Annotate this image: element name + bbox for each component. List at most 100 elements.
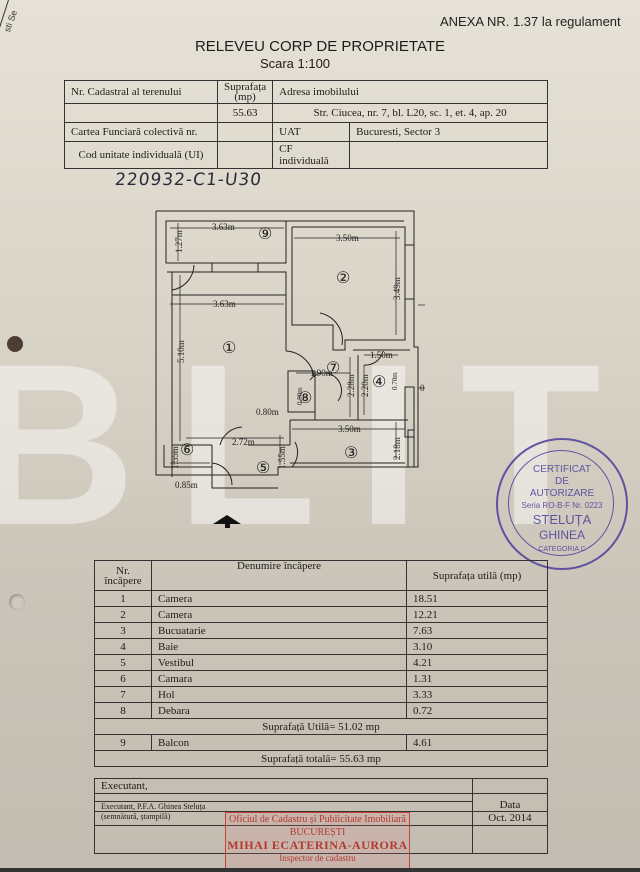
ui-code-value — [216, 141, 274, 169]
page-edge-shadow — [0, 868, 640, 872]
cf-individual-value — [349, 141, 548, 169]
stamp-line6: GHINEA — [538, 528, 585, 542]
scale-label: Scara 1:100 — [259, 56, 331, 71]
uat-label: UAT — [272, 122, 351, 142]
dim-pantry-depth: 1.55m — [170, 446, 180, 469]
address-label: Adresa imobilului — [272, 80, 548, 104]
room-marker-9: ⑨ — [258, 226, 272, 243]
row-name: Vestibul — [151, 654, 407, 671]
row-area: 7.63 — [406, 622, 548, 639]
dim-bath-small: 0.70m — [391, 372, 399, 390]
cf-collective-value — [216, 122, 274, 142]
row-name: Hol — [151, 686, 407, 703]
room-marker-7: ⑦ — [326, 360, 340, 377]
row-name: Camera — [151, 590, 407, 607]
dim-room2-depth: 3.49m — [392, 277, 402, 300]
row-area: 3.33 — [406, 686, 548, 703]
dim-storage-depth: 0.90m — [296, 387, 304, 405]
area-header: Suprafața (mp) — [216, 80, 274, 104]
stamp-line7: CATEGORIA C — [538, 546, 586, 553]
row-area: 4.21 — [406, 654, 548, 671]
dim-room2-width: 3.50m — [336, 233, 359, 243]
stamp-line1: CERTIFICAT — [533, 464, 591, 475]
row-nr: 8 — [94, 702, 152, 719]
col-header-nr: Nr. încăpere — [94, 560, 152, 591]
row-area: 3.10 — [406, 638, 548, 655]
stamp-inner-ring — [508, 450, 614, 556]
dim-offset-028: 0.28m — [420, 383, 425, 393]
useful-area-total: Suprafață Utilă= 51.02 mp — [94, 718, 548, 735]
empty-cell — [472, 778, 548, 794]
dim-vestibule-depth: 1.55m — [277, 446, 287, 469]
cf-collective-label: Cartea Funciară colectivă nr. — [64, 122, 218, 142]
row-nr: 9 — [94, 734, 152, 751]
room-marker-2: ② — [336, 270, 350, 287]
executant-label: Executant, — [94, 778, 473, 794]
cadastral-value — [64, 103, 218, 123]
row-nr: 2 — [94, 606, 152, 623]
room-marker-8: ⑧ — [298, 390, 312, 407]
dim-vestibule-width: 2.72m — [232, 437, 255, 447]
col-header-name: Denumire încăpere — [151, 560, 407, 591]
stamp-line3: AUTORIZARE — [529, 488, 595, 499]
punch-hole-top — [7, 336, 23, 352]
dim-storage-width: 0.80m — [256, 407, 279, 417]
row-nr: 3 — [94, 622, 152, 639]
ocpi-line2: BUCUREȘTI — [289, 827, 346, 838]
address-value: Str. Ciucea, nr. 7, bl. L20, sc. 1, et. … — [272, 103, 548, 123]
empty-cell — [94, 793, 473, 802]
annex-label: ANEXA NR. 1.37 la regulament — [440, 14, 621, 29]
handwritten-ui-code: 220932-C1-U30 — [113, 170, 263, 190]
row-nr: 5 — [94, 654, 152, 671]
ocpi-line4: Inspector de cadastru — [279, 853, 356, 863]
dim-balcony-width: 3.63m — [212, 222, 235, 232]
dim-kitchen-width: 3.50m — [338, 424, 361, 434]
col-header-area: Suprafața utilă (mp) — [406, 560, 548, 591]
ocpi-line1: Oficiul de Cadastru și Publicitate Imobi… — [229, 814, 406, 825]
dim-kitchen-depth: 2.18m — [392, 437, 402, 460]
property-info-table: Nr. Cadastral al terenului Suprafața (mp… — [64, 80, 548, 169]
row-area: 0.72 — [406, 702, 548, 719]
cadastral-label: Nr. Cadastral al terenului — [64, 80, 218, 104]
dim-room1-depth: 5.10m — [176, 340, 186, 363]
stamp-line2: DE — [555, 476, 569, 487]
room-marker-3: ③ — [344, 445, 358, 462]
ocpi-line3: MIHAI ECATERINA-AURORA — [227, 838, 408, 852]
dim-hall-depth: 2.28m — [346, 374, 356, 397]
row-nr: 6 — [94, 670, 152, 687]
entrance-arrow-stem — [225, 522, 230, 528]
floor-plan: 3.63m 1.27m 3.50m 3.49m 3.63m 5.10m 0.75… — [155, 210, 425, 490]
rooms-table: Nr. încăpere Denumire încăpere Suprafața… — [94, 560, 548, 767]
room-marker-6: ⑥ — [180, 442, 194, 459]
empty-cell — [472, 825, 548, 854]
document-title: RELEVEU CORP DE PROPRIETATE — [194, 38, 446, 55]
row-nr: 4 — [94, 638, 152, 655]
stamp-line5: STELUȚA — [532, 512, 592, 527]
dim-bath-width: 1.50m — [370, 350, 393, 360]
room-marker-5: ⑤ — [256, 460, 270, 477]
stamp-line4: Seria RO-B-F Nr. 0223 — [521, 501, 603, 510]
entrance-arrow-icon — [213, 515, 241, 524]
ocpi-stamp: Oficiul de Cadastru și Publicitate Imobi… — [225, 812, 410, 870]
row-name: Camera — [151, 606, 407, 623]
ui-code-label: Cod unitate individuală (UI) — [64, 141, 218, 169]
uat-value: Bucuresti, Sector 3 — [349, 122, 548, 142]
row-name: Balcon — [151, 734, 407, 751]
cf-individual-label: CF individuală — [272, 141, 351, 169]
row-area: 4.61 — [406, 734, 548, 751]
dim-bath-depth: 2.20m — [360, 374, 370, 397]
dim-pantry-width: 0.85m — [175, 480, 198, 490]
date-label: Data — [472, 793, 548, 812]
area-value: 55.63 — [216, 103, 274, 123]
row-area: 12.21 — [406, 606, 548, 623]
dim-hall-width: 1.90m — [310, 368, 333, 378]
room-marker-1: ① — [222, 340, 236, 357]
date-value: Oct. 2014 — [472, 811, 548, 826]
